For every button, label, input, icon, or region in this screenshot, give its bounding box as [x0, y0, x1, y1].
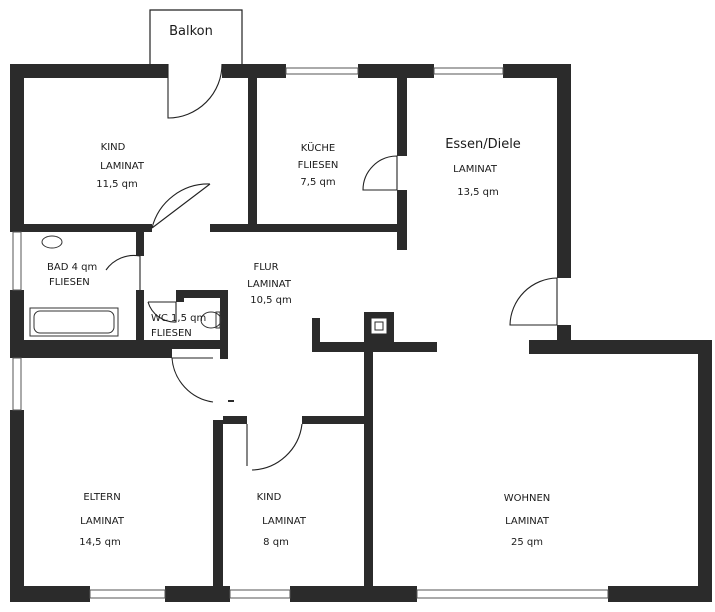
room-label-kind2-name: KIND: [256, 492, 282, 503]
room-label-kind1-name: KIND: [100, 142, 126, 153]
room-label-wc-floor: FLIESEN: [151, 328, 192, 339]
room-label-kind2-area: 8 qm: [263, 537, 289, 548]
room-label-eltern-floor: LAMINAT: [80, 516, 124, 527]
room-label-wohnen-name: WOHNEN: [503, 493, 551, 504]
room-label-wohnen-floor: LAMINAT: [505, 516, 549, 527]
chimney-flue: [374, 321, 384, 331]
room-label-essen-name: Essen/Diele: [445, 137, 521, 152]
balcony-outline: [149, 9, 243, 64]
outer-walls: [10, 64, 712, 602]
room-label-eltern-area: 14,5 qm: [79, 537, 121, 548]
door-kueche: [362, 155, 398, 191]
room-label-kind1-area: 11,5 qm: [96, 179, 138, 190]
door-kind2: [246, 423, 303, 471]
door-kind1: [151, 183, 211, 229]
toilet: [200, 311, 222, 329]
room-label-kind1-floor: LAMINAT: [100, 161, 144, 172]
door-bad: [105, 254, 141, 290]
bathtub: [29, 307, 119, 337]
room-label-kueche-area: 7,5 qm: [300, 177, 336, 188]
windows: [12, 67, 609, 599]
room-label-balkon: Balkon: [169, 24, 213, 39]
interior-walls: [24, 78, 437, 586]
doors: [105, 63, 558, 471]
room-label-flur-area: 10,5 qm: [250, 295, 292, 306]
room-label-essen-floor: LAMINAT: [453, 164, 497, 175]
room-label-wohnen-area: 25 qm: [511, 537, 543, 548]
bad-sink: [41, 235, 63, 249]
door-wc: [147, 301, 177, 323]
room-label-kind2-floor: LAMINAT: [262, 516, 306, 527]
chimney-inner: [370, 317, 388, 335]
room-label-wc-name: WC 1,5 qm: [151, 313, 207, 324]
room-label-kueche-floor: FLIESEN: [297, 160, 339, 171]
room-label-kueche-name: KÜCHE: [300, 143, 336, 154]
room-label-essen-area: 13,5 qm: [457, 187, 499, 198]
room-label-bad-name: BAD 4 qm: [47, 262, 98, 273]
door-eltern: [171, 357, 214, 403]
door-wohnen: [509, 277, 558, 326]
room-label-bad-floor: FLIESEN: [49, 277, 90, 288]
room-label-eltern-name: ELTERN: [83, 492, 121, 503]
room-label-flur-floor: LAMINAT: [247, 279, 291, 290]
door-balkon: [167, 63, 223, 119]
room-label-flur-name: FLUR: [253, 262, 279, 273]
fixtures: [29, 235, 222, 337]
